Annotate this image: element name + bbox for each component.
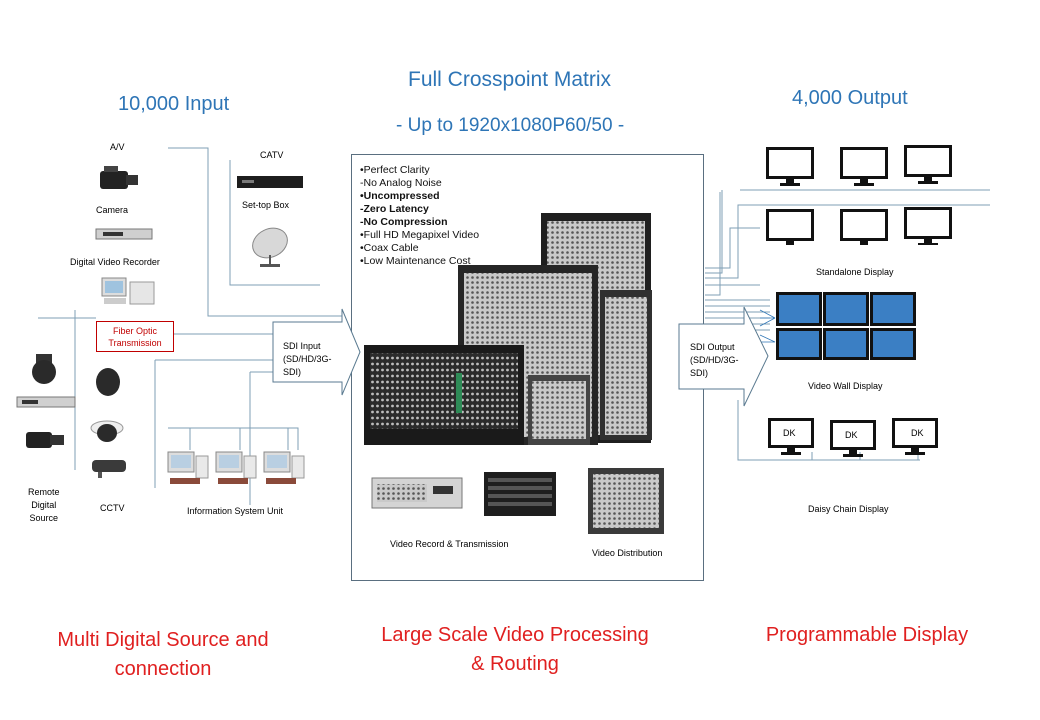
dvr-label: Digital Video Recorder — [70, 257, 160, 267]
standalone-label: Standalone Display — [816, 267, 894, 277]
transmission-device-icon — [484, 472, 556, 516]
info-system-icon — [167, 451, 305, 484]
distribution-label: Video Distribution — [592, 548, 663, 558]
sdi-output-arrow — [678, 306, 769, 407]
dk-label-2: DK — [845, 430, 858, 440]
feature-item: -No Compression — [360, 216, 448, 228]
feature-item: •Low Maintenance Cost — [360, 255, 471, 267]
camcorder-icon — [26, 432, 64, 448]
cctv-label: CCTV — [100, 503, 125, 513]
settop-box-icon — [237, 176, 303, 188]
dvr-icon — [95, 228, 153, 240]
videowall-label: Video Wall Display — [808, 381, 883, 391]
satellite-dish-icon — [252, 227, 288, 267]
standalone-displays-icon — [766, 145, 952, 245]
footer-display: Programmable Display — [765, 624, 969, 646]
distribution-device-icon — [588, 468, 664, 534]
workstation-icon — [101, 277, 155, 305]
feature-item: •Perfect Clarity — [360, 164, 430, 176]
bullet-camera-icon — [92, 460, 126, 478]
feature-item: -No Analog Noise — [360, 177, 442, 189]
feature-item: •Coax Cable — [360, 242, 419, 254]
ceiling-camera-icon — [90, 420, 124, 442]
dk-label-1: DK — [783, 428, 796, 438]
ptz-camera-icon — [96, 368, 120, 396]
footer-processing: Large Scale Video Processing& Routing — [381, 624, 649, 675]
diagram-title: Full Crosspoint Matrix — [408, 68, 612, 91]
settop-label: Set-top Box — [242, 200, 290, 210]
info-system-label: Information System Unit — [187, 506, 284, 516]
feature-list: •Perfect Clarity -No Analog Noise•Uncomp… — [360, 164, 479, 268]
sdi-output-label: SDI Output(SD/HD/3G-SDI) — [690, 342, 739, 378]
camera-icon — [100, 166, 138, 189]
record-device-icon — [371, 477, 463, 509]
sdi-input-arrow — [272, 308, 361, 396]
record-label: Video Record & Transmission — [390, 539, 509, 549]
dvr-box-icon — [16, 396, 76, 408]
camera-label: Camera — [96, 205, 129, 215]
catv-label: CATV — [260, 150, 284, 160]
dk-label-3: DK — [911, 428, 924, 438]
output-heading: 4,000 Output — [792, 87, 908, 109]
feature-item: •Uncompressed — [360, 190, 440, 202]
video-wall-icon — [776, 292, 916, 360]
matrix-switcher-image — [364, 213, 652, 445]
daisy-chain-displays-icon — [768, 418, 938, 457]
input-heading: 10,000 Input — [118, 93, 230, 115]
daisy-label: Daisy Chain Display — [808, 504, 889, 514]
diagram-subtitle: - Up to 1920x1080P60/50 - — [396, 115, 625, 136]
feature-item: •Full HD Megapixel Video — [360, 229, 480, 241]
sdi-input-label: SDI Input(SD/HD/3G-SDI) — [283, 341, 332, 377]
dome-camera-icon — [32, 354, 56, 384]
feature-item: -Zero Latency — [360, 203, 429, 215]
av-label: A/V — [110, 142, 125, 152]
